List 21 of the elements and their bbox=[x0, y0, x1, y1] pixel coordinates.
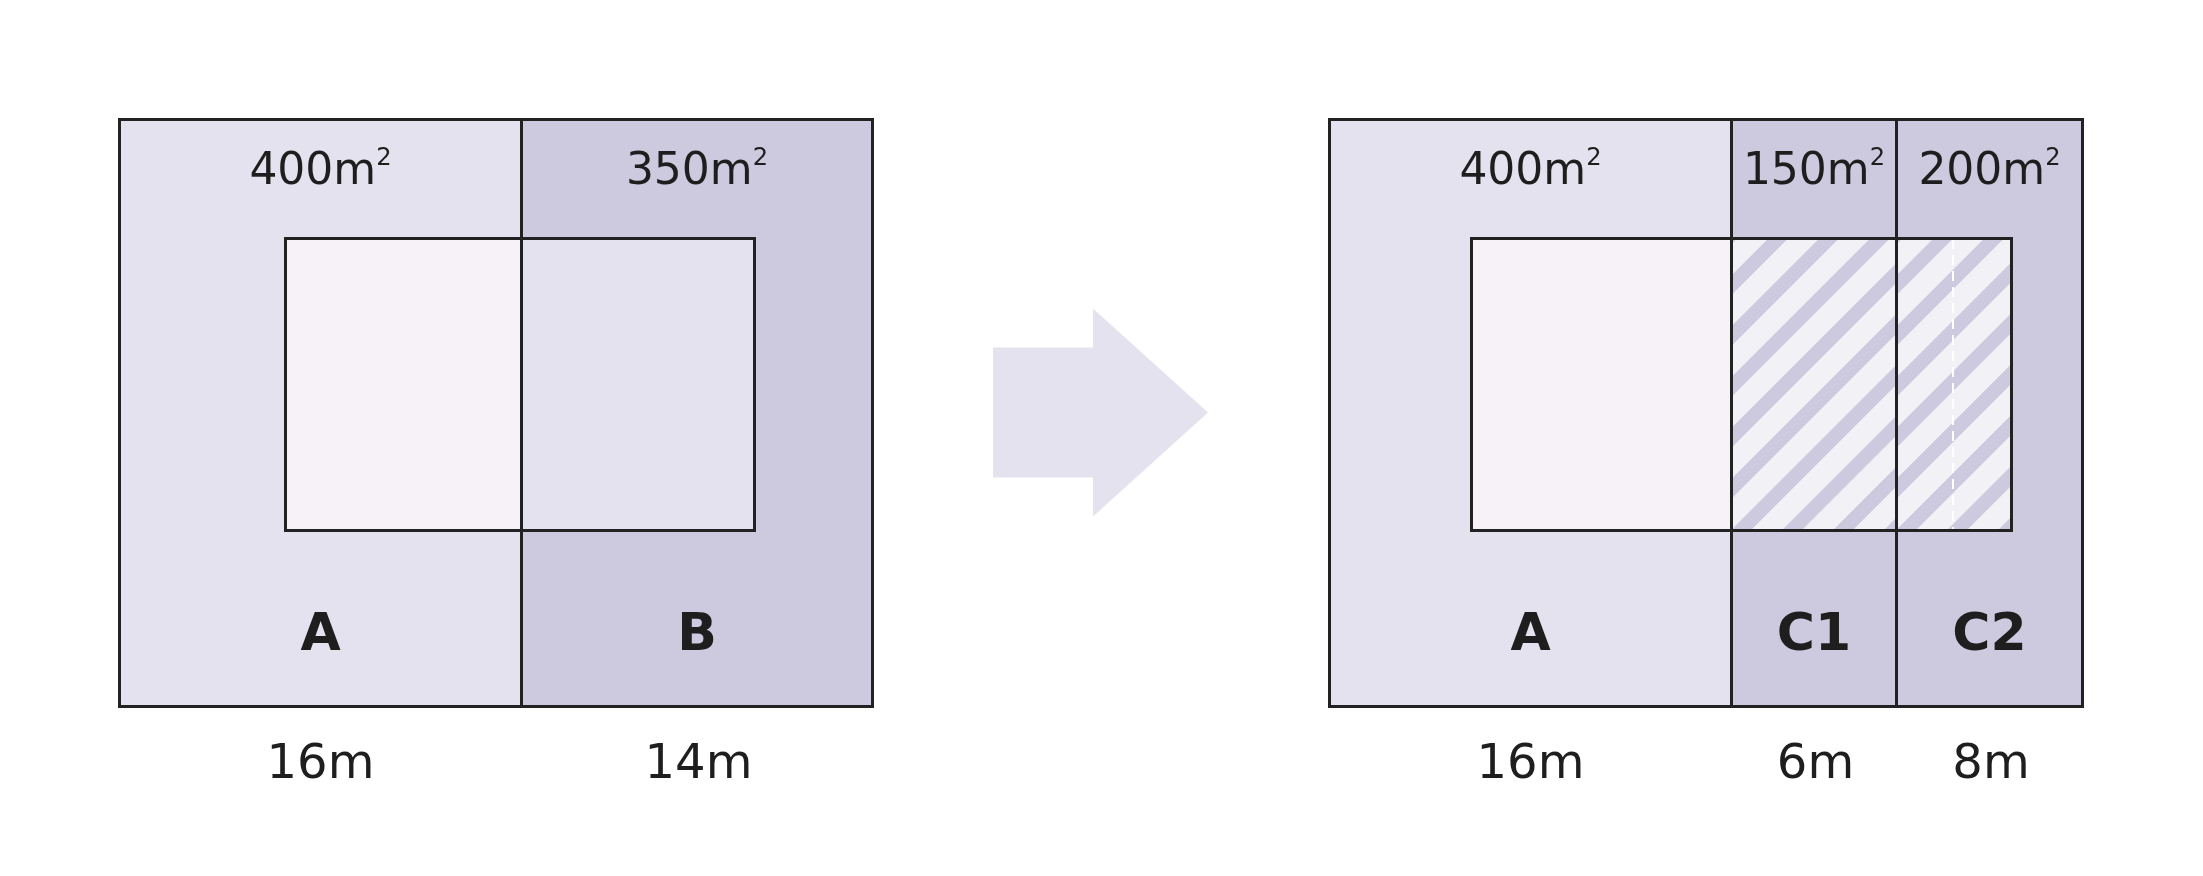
width-label: 8m bbox=[1951, 733, 2031, 789]
plot-letter: C1 bbox=[1775, 602, 1853, 662]
land-plot bbox=[118, 118, 523, 708]
width-label: 16m bbox=[265, 733, 376, 789]
land-plot bbox=[1328, 118, 1733, 708]
width-label: 6m bbox=[1775, 733, 1856, 789]
plot-letter: A bbox=[299, 602, 342, 662]
area-label: 150m$^{2}$ bbox=[1741, 143, 1887, 194]
land-plot bbox=[523, 118, 874, 708]
block-arrow bbox=[993, 308, 1208, 517]
plot-letter: A bbox=[1509, 602, 1552, 662]
plot-letter: C2 bbox=[1951, 602, 2028, 662]
area-label: 200m$^{2}$ bbox=[1917, 143, 2062, 194]
width-label: 14m bbox=[643, 733, 754, 789]
width-label: 16m bbox=[1475, 733, 1586, 789]
area-label: 350m$^{2}$ bbox=[624, 143, 770, 194]
area-label: 400m$^{2}$ bbox=[248, 143, 393, 194]
land-plot bbox=[1733, 118, 1898, 708]
land-plot bbox=[1898, 118, 2084, 708]
plot-letter: B bbox=[676, 602, 718, 662]
area-label: 400m$^{2}$ bbox=[1458, 143, 1603, 194]
